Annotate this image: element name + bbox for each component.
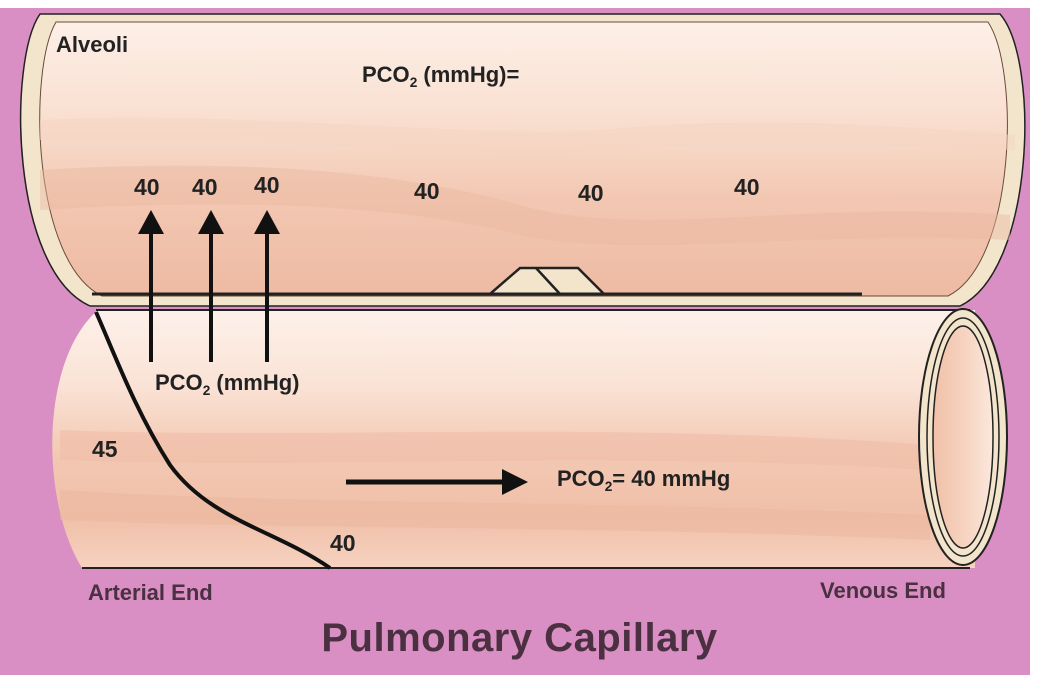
outflow-pco2-suffix: = 40 mmHg — [612, 466, 731, 491]
outflow-pco2-prefix: PCO — [557, 466, 605, 491]
outflow-pco2-label: PCO2= 40 mmHg — [557, 466, 731, 494]
top-border — [0, 0, 1039, 8]
right-border — [1030, 0, 1039, 675]
capillary-band — [60, 490, 930, 540]
diagram-caption: Pulmonary Capillary — [321, 616, 718, 660]
alveolus-band — [40, 165, 1010, 246]
capillary-pco2-suffix: (mmHg) — [210, 370, 300, 395]
capillary-start-value: 45 — [92, 436, 118, 462]
alveolar-value: 40 — [578, 180, 604, 206]
alveolar-value: 40 — [414, 178, 440, 204]
venous-opening-lumen — [932, 325, 994, 549]
alveolar-value: 40 — [734, 174, 760, 200]
capillary-band — [60, 430, 930, 470]
alveolar-pco2-prefix: PCO — [362, 62, 410, 87]
arrow-up-icon — [138, 210, 164, 362]
arterial-end-label: Arterial End — [88, 580, 213, 605]
alveolar-value: 40 — [254, 172, 280, 198]
alveoli-label: Alveoli — [56, 32, 129, 57]
alveolus-band — [40, 117, 1015, 153]
arrow-right-icon — [346, 469, 528, 495]
arrow-up-icon — [198, 210, 224, 362]
alveolus-interior — [39, 21, 1008, 297]
alveolar-pco2-label: PCO2 (mmHg)= — [362, 62, 520, 90]
alveolar-pco2-sub: 2 — [409, 74, 418, 90]
capillary-end-value: 40 — [330, 530, 356, 556]
membrane-bump-inner — [535, 267, 561, 295]
capillary-pco2-label: PCO2 (mmHg) — [155, 370, 300, 398]
pco2-gradient-curve — [94, 311, 332, 570]
alveolar-value: 40 — [134, 174, 160, 200]
outflow-pco2-sub: 2 — [604, 478, 613, 494]
capillary-pco2-sub: 2 — [202, 382, 211, 398]
capillary-pco2-prefix: PCO — [155, 370, 203, 395]
alveolar-value: 40 — [192, 174, 218, 200]
venous-end-label: Venous End — [820, 578, 946, 603]
alveolar-pco2-suffix: (mmHg)= — [417, 62, 520, 87]
venous-opening-ring — [926, 317, 1000, 557]
arrow-up-icon — [254, 210, 280, 362]
